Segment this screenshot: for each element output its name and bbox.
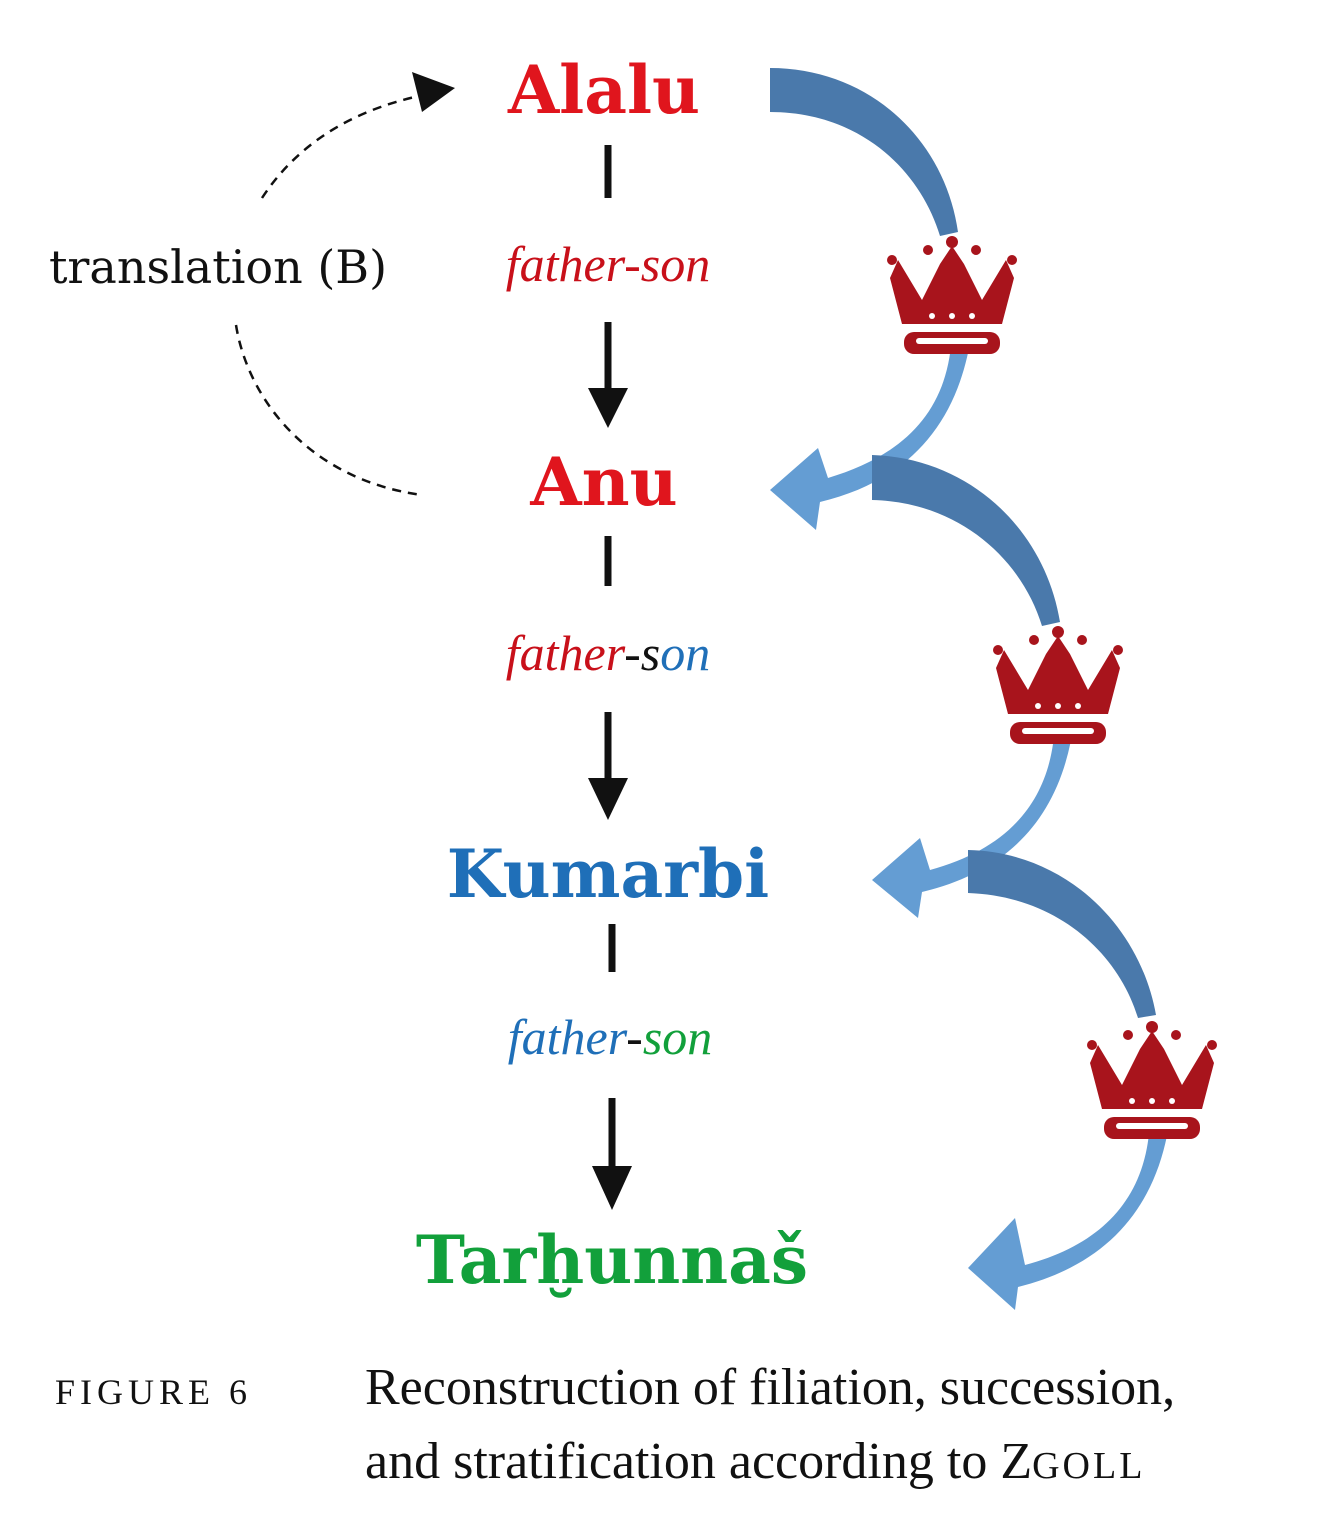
caption-line-2-text: and stratification according to <box>365 1433 1000 1490</box>
caption-line-1: Reconstruction of filiation, succession, <box>365 1359 1175 1416</box>
succession-arrow-2-upper <box>872 455 1060 626</box>
relation-2-part-1: father <box>506 625 626 681</box>
relation-1-part-1: father-son <box>506 236 711 292</box>
crown-icon <box>887 236 1017 354</box>
succession-arrow-2 <box>872 455 1123 918</box>
filiation-arrowhead-2 <box>588 778 628 820</box>
translation-arrowhead <box>412 72 455 112</box>
relation-3-part-2: - <box>626 1009 643 1065</box>
filiation-arrowhead-1 <box>588 388 628 428</box>
relation-3-part-1: father <box>508 1009 628 1065</box>
translation-loop-lower <box>234 324 423 497</box>
succession-arrow-3 <box>968 850 1217 1310</box>
relation-label-3: father-son <box>508 1009 713 1065</box>
node-tarhunnas: Tarḫunnaš <box>416 1221 808 1299</box>
crown-icon <box>1087 1021 1217 1139</box>
translation-loop-upper <box>260 90 441 199</box>
node-alalu: Alalu <box>507 51 700 129</box>
caption-author-smallcaps: GOLL <box>1032 1445 1145 1487</box>
relation-2-part-3: on <box>660 625 710 681</box>
node-anu: Anu <box>529 443 677 521</box>
succession-arrow-3-upper <box>968 850 1156 1018</box>
filiation-arrowhead-3 <box>592 1166 632 1210</box>
crown-icon <box>993 626 1123 744</box>
succession-arrow-2-lower <box>872 722 1074 918</box>
translation-label: translation (B) <box>49 240 387 294</box>
relation-label-1: father-son <box>506 236 711 292</box>
succession-arrow-1 <box>770 68 1017 530</box>
succession-arrow-1-lower <box>770 330 972 530</box>
figure-label: FIGURE 6 <box>55 1372 252 1412</box>
relation-2-part-2: -s <box>624 625 660 681</box>
succession-arrow-3-lower <box>968 1118 1170 1310</box>
filiation-chain <box>588 145 632 1210</box>
caption-author-initial: Z <box>1000 1433 1032 1490</box>
node-kumarbi: Kumarbi <box>447 835 770 913</box>
relation-3-part-3: son <box>643 1009 712 1065</box>
succession-arrow-1-upper <box>770 68 958 236</box>
relation-label-2: father-son <box>506 625 711 681</box>
caption-line-2: and stratification according to ZGOLL <box>365 1433 1145 1490</box>
